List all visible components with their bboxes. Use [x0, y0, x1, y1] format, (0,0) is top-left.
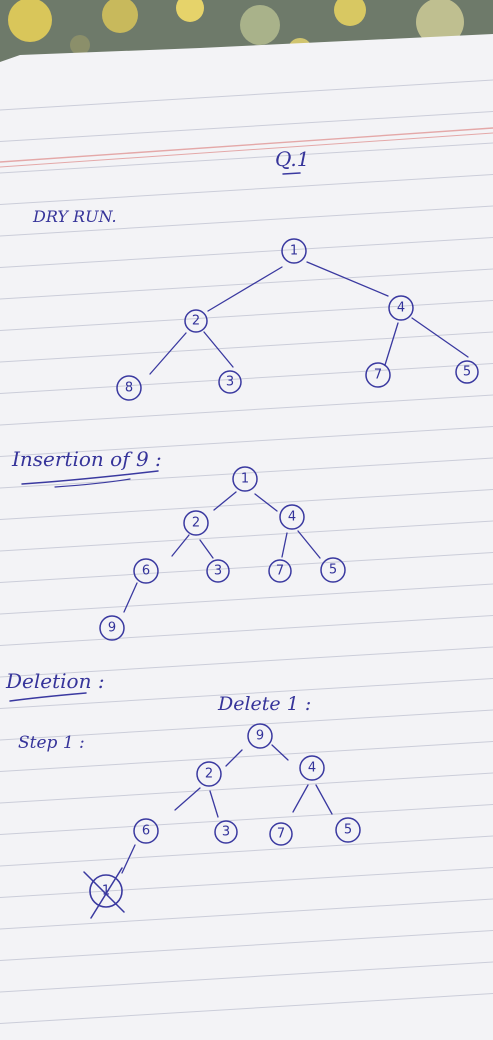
dry-run-tree: 1 2 4 8 3 7 5: [116, 238, 479, 401]
tree-node: 7: [268, 559, 292, 583]
tree-node: 8: [116, 375, 142, 401]
rule-line: [0, 520, 493, 552]
tree-node: 3: [214, 820, 238, 844]
rule-line: [0, 552, 493, 583]
svg-text:9: 9: [256, 729, 264, 744]
svg-text:1: 1: [290, 244, 298, 259]
rule-line: [0, 426, 493, 457]
tree-node: 6: [133, 558, 159, 584]
tree-node: 2: [196, 761, 222, 787]
svg-text:4: 4: [308, 761, 316, 776]
delete-heading: Delete 1 :: [217, 693, 311, 715]
tree-node: 2: [184, 309, 208, 333]
margin-line: [0, 127, 493, 163]
rule-line: [0, 615, 493, 646]
svg-text:1: 1: [102, 884, 110, 899]
tree-node: 9: [99, 615, 125, 641]
svg-text:3: 3: [214, 564, 222, 579]
svg-text:2: 2: [192, 516, 200, 531]
question-label: Q.1: [275, 147, 309, 171]
svg-text:5: 5: [329, 563, 337, 578]
tree-node: 7: [269, 822, 293, 846]
rule-line: [0, 646, 493, 678]
tree-node: 2: [183, 510, 209, 536]
rule-line: [0, 300, 493, 331]
rule-line: [0, 961, 493, 993]
tree-node: 4: [388, 295, 414, 321]
svg-text:2: 2: [192, 314, 200, 329]
tree-node: 1: [232, 466, 258, 492]
rule-line: [0, 111, 493, 142]
rule-line: [0, 898, 493, 930]
rule-line: [0, 583, 493, 615]
svg-text:6: 6: [142, 824, 150, 839]
svg-text:2: 2: [205, 767, 213, 782]
tree-node: 5: [320, 557, 346, 583]
tree-node: 5: [455, 360, 479, 384]
svg-text:4: 4: [397, 301, 405, 316]
rule-line: [0, 237, 493, 268]
svg-text:1: 1: [241, 472, 249, 487]
svg-text:7: 7: [277, 827, 285, 842]
rule-line: [0, 394, 493, 426]
insertion-tree: 1 2 4 6 3 7 5 9: [99, 466, 346, 641]
rule-line: [0, 804, 493, 835]
tree-node: 3: [206, 559, 230, 583]
rule-line: [0, 709, 493, 741]
tree-node: 3: [218, 370, 242, 394]
svg-text:5: 5: [344, 823, 352, 838]
svg-text:3: 3: [222, 825, 230, 840]
svg-text:4: 4: [288, 510, 296, 525]
svg-text:9: 9: [108, 621, 116, 636]
rule-line: [0, 867, 493, 898]
rule-line: [0, 489, 493, 520]
svg-text:8: 8: [125, 381, 133, 396]
rule-line: [0, 457, 493, 489]
rule-line: [0, 930, 493, 961]
dry-run-heading: DRY RUN.: [32, 207, 117, 226]
tree-node: 4: [299, 755, 325, 781]
svg-text:7: 7: [276, 564, 284, 579]
deletion-heading: Deletion :: [5, 669, 105, 693]
tree-node: 4: [279, 504, 305, 530]
svg-text:5: 5: [463, 365, 471, 380]
rule-line: [0, 79, 493, 111]
deletion-tree: 9 2 4 6 3 7 5 1: [83, 723, 361, 919]
svg-text:6: 6: [142, 564, 150, 579]
insertion-heading: Insertion of 9 :: [11, 447, 162, 471]
rule-line: [0, 993, 493, 1024]
rule-line: [0, 741, 493, 772]
rule-line: [0, 174, 493, 205]
tree-node: 9: [247, 723, 273, 749]
tree-node: 5: [335, 817, 361, 843]
tree-node: 6: [133, 818, 159, 844]
rule-line: [0, 835, 493, 867]
svg-text:3: 3: [226, 375, 234, 390]
crossed-out-node: 1: [83, 867, 125, 919]
ruled-lines: [0, 79, 493, 1024]
rule-line: [0, 268, 493, 300]
notebook-page: [0, 34, 493, 1040]
rule-line: [0, 772, 493, 804]
svg-text:7: 7: [374, 368, 382, 383]
rule-line: [0, 205, 493, 237]
step-heading: Step 1 :: [18, 733, 85, 753]
tree-node: 7: [365, 362, 391, 388]
rule-line: [0, 142, 493, 174]
tree-node: 1: [281, 238, 307, 264]
margin-line: [0, 132, 493, 168]
rule-line: [0, 678, 493, 709]
rule-line: [0, 331, 493, 363]
rule-line: [0, 363, 493, 394]
